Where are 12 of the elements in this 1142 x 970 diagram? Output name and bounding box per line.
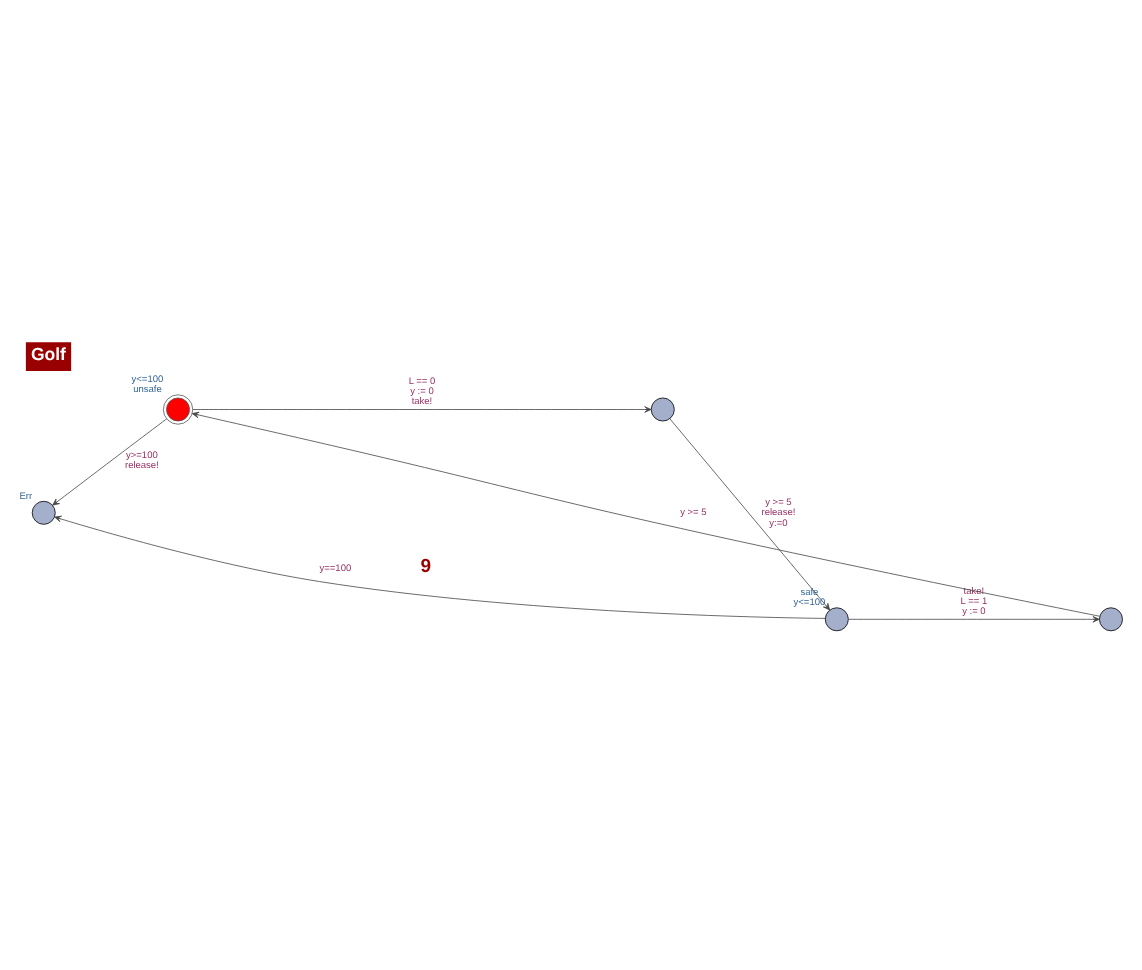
arrow bbox=[54, 515, 826, 619]
arrow bbox=[669, 418, 831, 611]
diagram-title: Golf bbox=[31, 344, 66, 365]
node-circle bbox=[1099, 607, 1123, 632]
label: 9 bbox=[420, 556, 431, 579]
arrow bbox=[52, 418, 167, 506]
arrow bbox=[191, 411, 1101, 617]
arrow bbox=[848, 616, 1100, 623]
node-circle bbox=[824, 607, 849, 632]
arrow bbox=[192, 406, 652, 413]
node-circle bbox=[31, 500, 56, 525]
node-circle bbox=[650, 397, 675, 422]
